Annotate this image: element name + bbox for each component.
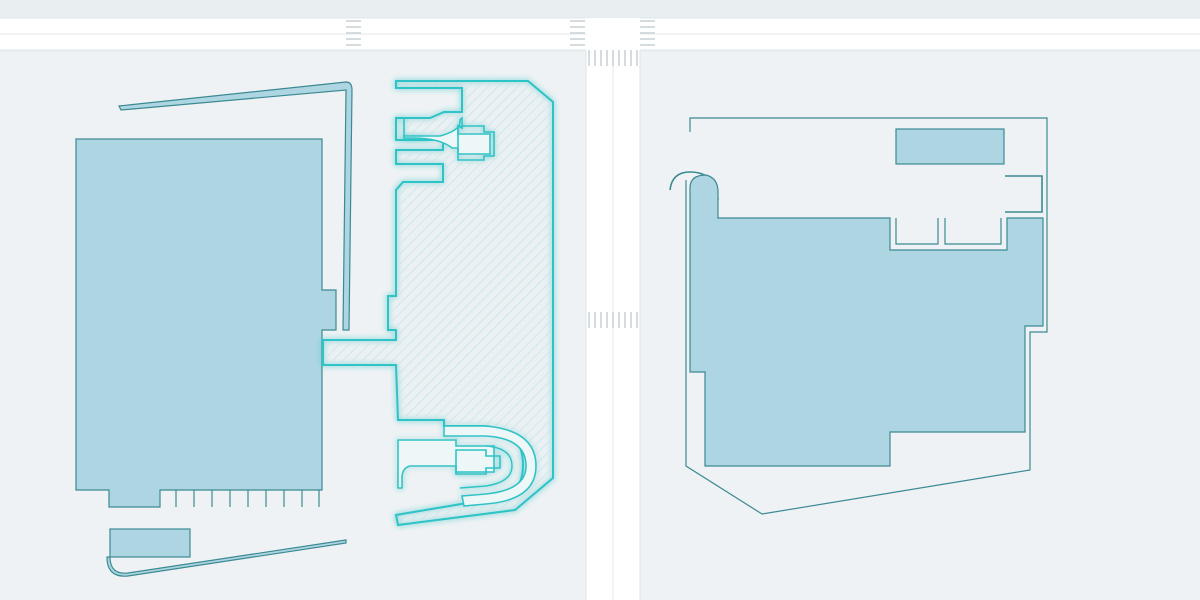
crosswalk-stripes-icon xyxy=(588,50,638,66)
crosswalk-stripes-icon xyxy=(588,312,638,328)
site-boundary-right xyxy=(685,117,1048,515)
building-right-notch-b xyxy=(944,218,1002,245)
parking-stalls xyxy=(175,490,320,507)
building-slab-top[interactable] xyxy=(118,81,353,331)
building-right-notch-a xyxy=(895,218,939,245)
crosswalk-stripes-icon xyxy=(346,20,655,46)
selected-building-ramp-inner xyxy=(459,445,513,489)
selected-building-cutout-top xyxy=(403,116,491,155)
selected-building-ramp xyxy=(443,425,537,507)
building-small-bottom[interactable] xyxy=(109,528,191,558)
canopy-bracket-right xyxy=(1005,175,1043,213)
selected-building-cutout-bottom xyxy=(397,439,495,489)
building-main-right[interactable] xyxy=(689,174,1044,467)
selected-building-stair-top xyxy=(457,125,495,161)
walkway-curve-bottom xyxy=(106,539,347,577)
selected-building-stair-bottom xyxy=(455,449,501,475)
building-main-left[interactable] xyxy=(75,138,337,508)
building-annex-right[interactable] xyxy=(895,128,1005,165)
selected-building[interactable] xyxy=(322,80,554,527)
